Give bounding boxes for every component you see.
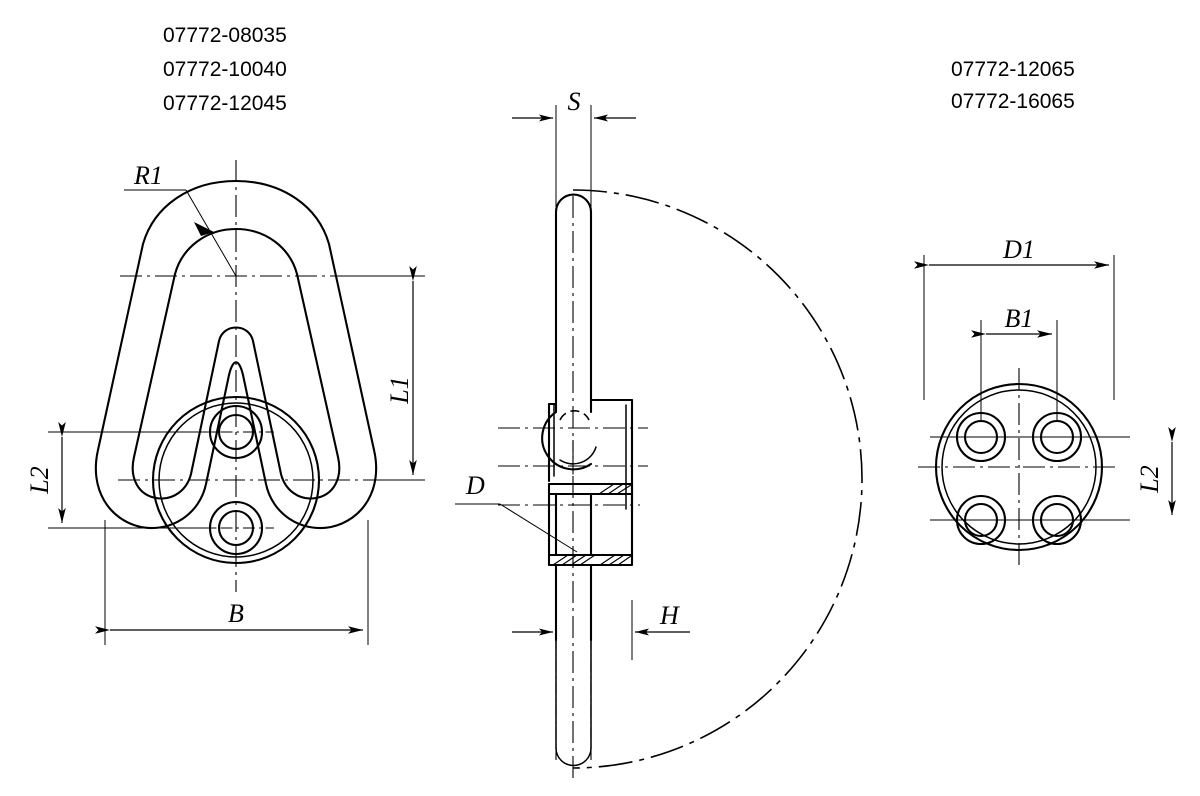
dimension-R1: R1 — [124, 161, 237, 277]
dimension-label-L2-top: L2 — [1135, 465, 1164, 493]
part-number-left-1: 07772-08035 — [163, 24, 287, 47]
dimension-L1: L1 — [333, 266, 425, 481]
R1-arrowhead — [194, 222, 214, 248]
D-leader-diagonal — [499, 503, 578, 553]
handle-inner-contour — [131, 227, 341, 500]
pivot-round-end — [541, 410, 593, 471]
part-number-group-right: 07772-12065 07772-16065 — [951, 58, 1075, 113]
dimension-L2-top: L2 — [1135, 427, 1176, 515]
part-number-right-1: 07772-12065 — [951, 58, 1075, 81]
dimension-D1: D1 — [914, 235, 1115, 400]
dimension-label-D: D — [465, 471, 485, 500]
front-view: R1 L1 L2 B — [25, 160, 425, 645]
part-number-left-2: 07772-10040 — [163, 58, 287, 81]
hub-inner-circle — [158, 402, 314, 558]
dimension-label-H: H — [659, 601, 680, 630]
dimension-label-R1: R1 — [133, 161, 163, 190]
dimension-label-L1: L1 — [385, 376, 414, 404]
lever-down-round-end — [555, 747, 592, 767]
dimension-label-D1: D1 — [1002, 235, 1035, 264]
handle-swing-arc — [572, 189, 863, 769]
pivot-hidden-arc — [559, 410, 590, 421]
part-number-left-3: 07772-12045 — [163, 92, 287, 115]
dimension-label-B1: B1 — [1005, 304, 1034, 333]
collar-body — [547, 482, 634, 567]
dimension-label-L2-front: L2 — [25, 466, 54, 494]
part-number-right-2: 07772-16065 — [951, 90, 1075, 113]
pivot-clevis-block — [541, 398, 634, 642]
handle-lever-upright — [554, 193, 593, 414]
section-hatching — [552, 483, 632, 566]
dimension-H: H — [512, 600, 690, 660]
dimension-B: B — [95, 520, 369, 645]
R1-leader-diagonal — [185, 189, 237, 277]
part-number-group-left: 07772-08035 07772-10040 07772-12045 — [163, 24, 287, 115]
handle-outer-contour — [94, 179, 378, 530]
bottom-face-view: D1 B1 L2 — [914, 235, 1176, 570]
dimension-S: S — [512, 87, 636, 215]
dimension-label-B: B — [228, 599, 244, 628]
dimension-L2-front: L2 — [25, 422, 214, 529]
dimension-label-S: S — [568, 87, 581, 116]
side-section-view: S D H — [455, 87, 863, 780]
pivot-round-end-inner — [559, 446, 597, 465]
dimension-B1: B1 — [971, 304, 1058, 420]
dimension-D: D — [455, 471, 578, 553]
hub-outer-circle — [151, 395, 321, 565]
